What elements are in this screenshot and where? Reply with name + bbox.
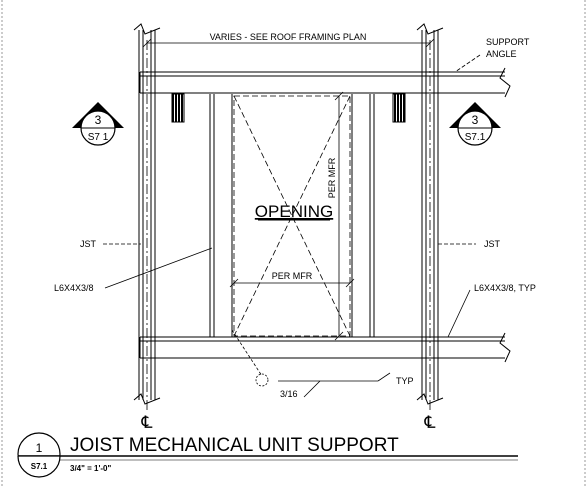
support-angle-label-2: ANGLE <box>486 49 517 59</box>
centerlines <box>146 40 431 410</box>
bottom-support-angle <box>139 332 511 363</box>
svg-text:S7 1: S7 1 <box>88 132 109 143</box>
bearing-block-right <box>392 93 406 123</box>
left-joist <box>133 23 161 405</box>
weld-typ-label: TYP <box>396 376 414 386</box>
top-support-angle <box>139 67 511 98</box>
per-mfr-vertical-dim <box>334 91 344 341</box>
angle-right-label: L6X4X3/8, TYP <box>474 283 536 293</box>
top-dimension <box>142 38 435 48</box>
varies-note: VARIES - SEE ROOF FRAMING PLAN <box>210 32 367 42</box>
section-marker-left: 3 S7 1 <box>72 102 124 146</box>
weld-size-label: 3/16 <box>280 389 298 399</box>
detail-number: 1 <box>36 441 43 455</box>
weld-reference-circle <box>255 373 269 387</box>
leaders <box>103 54 481 398</box>
detail-sheet: S7.1 <box>31 462 48 471</box>
per-mfr-vertical-label: PER MFR <box>327 157 337 198</box>
bearing-block-left <box>171 93 185 123</box>
support-angle-label-1: SUPPORT <box>486 37 530 47</box>
opening-outline <box>233 95 351 337</box>
right-joist <box>416 23 444 405</box>
jst-right-label: JST <box>484 239 501 249</box>
svg-text:3: 3 <box>472 113 479 127</box>
per-mfr-horizontal-dim <box>229 278 355 288</box>
jst-left-label: JST <box>80 239 97 249</box>
detail-title-block: 1 S7.1 JOIST MECHANICAL UNIT SUPPORT 3/4… <box>17 432 518 478</box>
angle-left-label: L6X4X3/8 <box>54 283 94 293</box>
centerline-symbol-right: ℄ <box>424 413 436 432</box>
centerline-symbol-left: ℄ <box>141 413 153 432</box>
detail-title: JOIST MECHANICAL UNIT SUPPORT <box>70 435 399 456</box>
opening-label: OPENING <box>255 202 333 221</box>
vertical-angles <box>209 94 375 337</box>
svg-text:3: 3 <box>95 113 102 127</box>
section-marker-right: 3 S7.1 <box>449 102 501 146</box>
per-mfr-horizontal-label: PER MFR <box>272 271 313 281</box>
detail-scale: 3/4" = 1'-0" <box>70 464 111 473</box>
svg-text:S7.1: S7.1 <box>465 132 486 143</box>
